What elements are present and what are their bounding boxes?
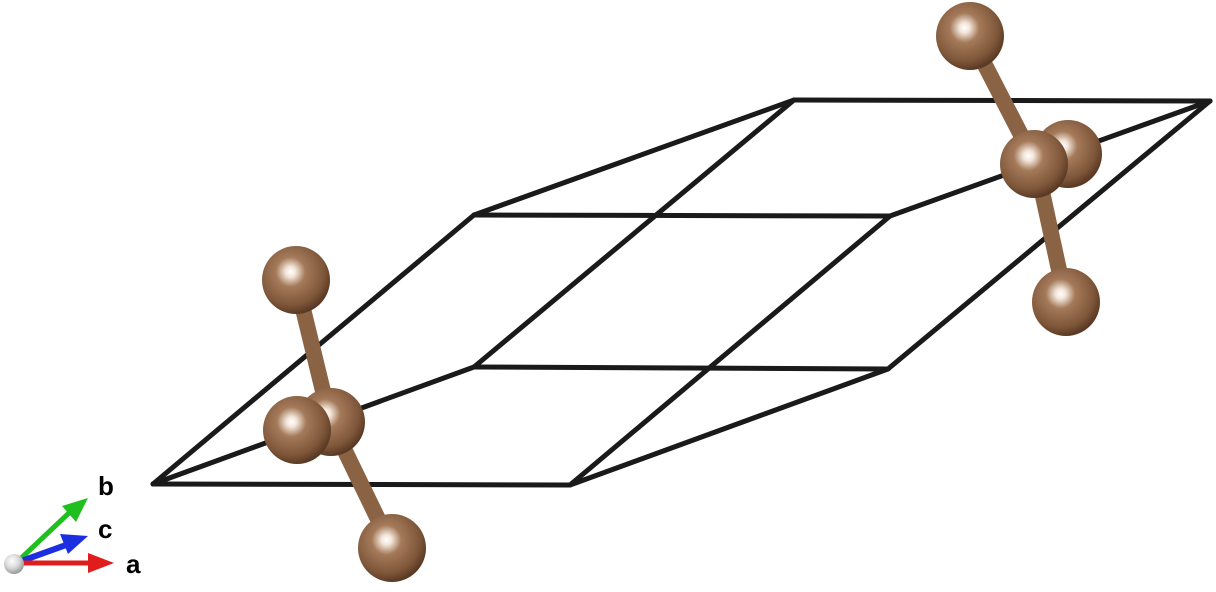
- atom: [936, 2, 1004, 70]
- a-axis-arrowhead: [88, 553, 114, 573]
- cell-edge: [567, 366, 891, 488]
- cell-edge: [471, 212, 893, 219]
- atom: [262, 246, 330, 314]
- c-axis-label: c: [98, 514, 112, 544]
- c-axis-arrow: [14, 542, 68, 566]
- axis-origin: [4, 554, 24, 574]
- b-axis-label: b: [98, 471, 114, 501]
- a-axis-label: a: [126, 549, 141, 579]
- molecule-left: [262, 246, 426, 582]
- c-axis-arrowhead: [60, 534, 88, 554]
- molecule-right: [936, 2, 1102, 336]
- atom: [1000, 130, 1068, 198]
- cell-edge: [471, 364, 891, 372]
- b-axis-arrowhead: [62, 498, 88, 522]
- b-axis-arrow: [14, 510, 72, 565]
- axis-indicator: b c a: [4, 471, 141, 579]
- atom: [263, 396, 331, 464]
- cell-edge: [471, 97, 797, 370]
- atom: [358, 514, 426, 582]
- cell-edge: [567, 213, 893, 488]
- atom: [1032, 268, 1100, 336]
- cell-edge: [471, 97, 797, 218]
